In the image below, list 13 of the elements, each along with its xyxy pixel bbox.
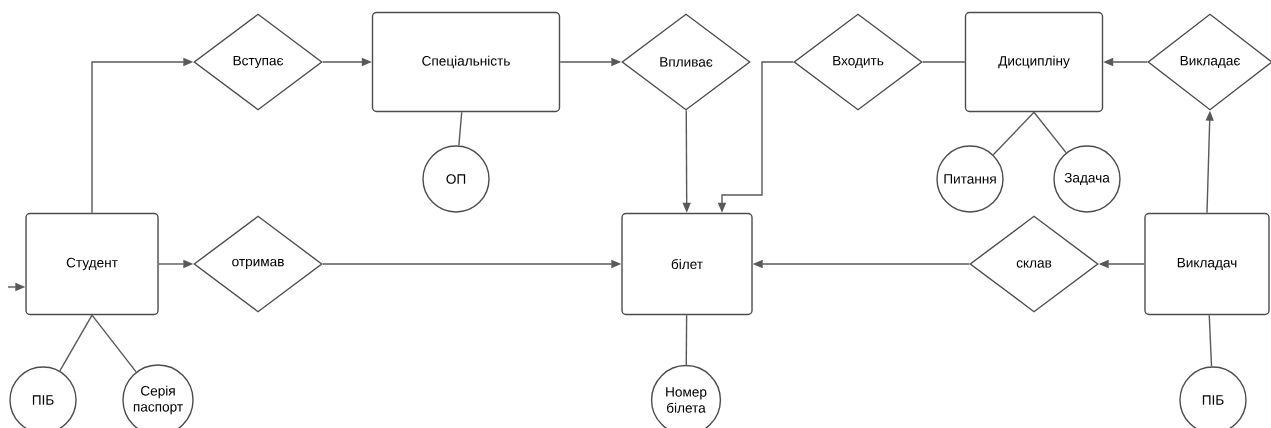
entity-box: Дисципліну	[964, 11, 1104, 113]
connector-line	[1208, 314, 1213, 367]
entity-box: Викладач	[1144, 212, 1270, 316]
connector-line	[992, 111, 1035, 156]
entity-box: білет	[621, 212, 753, 316]
entity-box: Спеціальність	[371, 11, 561, 113]
connector-line	[1033, 111, 1067, 154]
connector-line	[59, 314, 93, 372]
connector-line	[91, 314, 137, 373]
connector-line	[922, 61, 966, 63]
connector-line	[458, 111, 463, 147]
entity-box: Студент	[25, 212, 159, 316]
connector-line	[685, 314, 688, 366]
